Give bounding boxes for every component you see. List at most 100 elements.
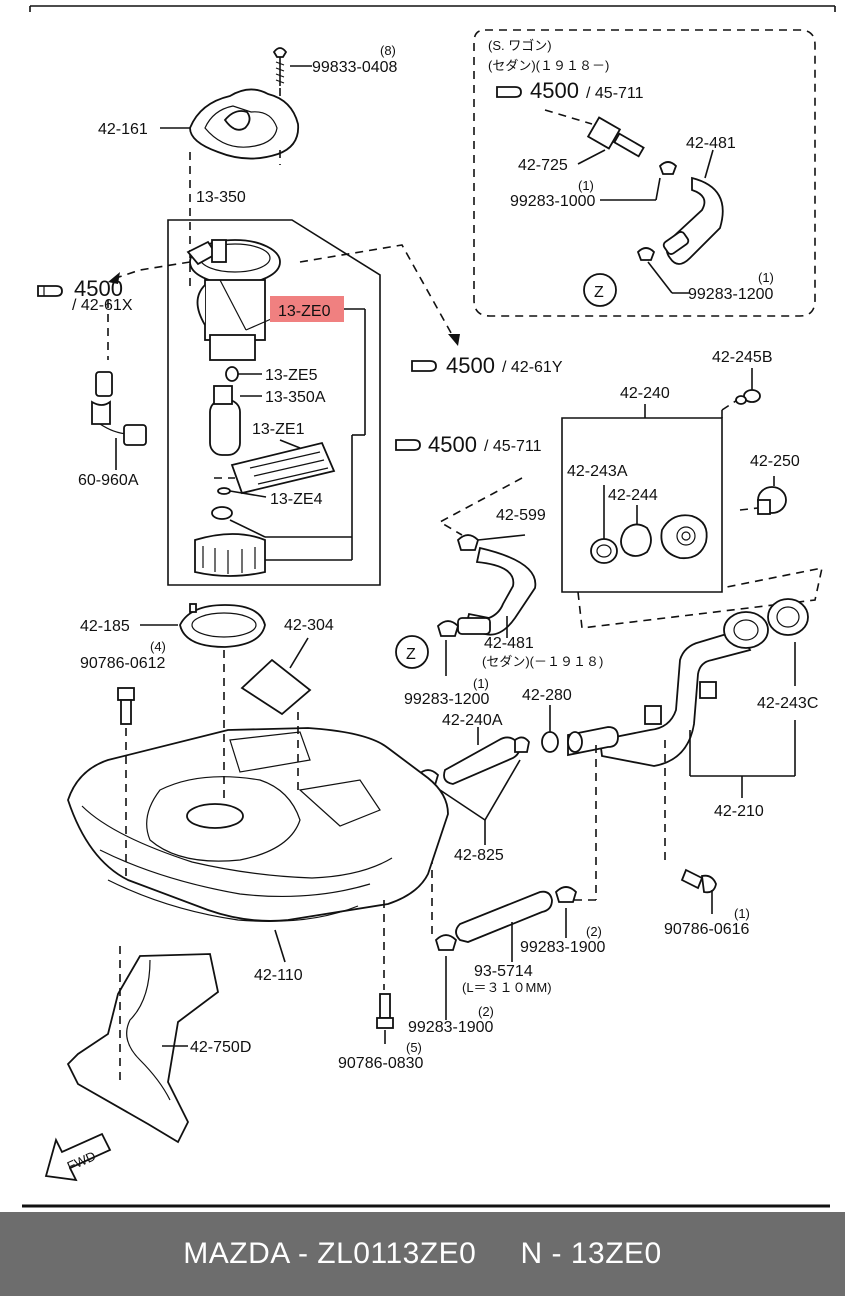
- label-4500-b: 4500: [530, 78, 579, 103]
- clamp-42-599: [456, 534, 480, 551]
- label-qty-2-a: (2): [586, 924, 602, 939]
- label-99833-0408: 99833-0408: [312, 59, 398, 76]
- label-99283-1200-a: 99283-1200: [688, 286, 774, 303]
- label-42-750d: 42-750D: [190, 1039, 251, 1056]
- label-4500-d: 4500: [428, 432, 477, 457]
- label-90786-0612: 90786-0612: [80, 655, 166, 672]
- fuel-tank-42-110: [67, 727, 449, 922]
- z-circle: [395, 635, 429, 669]
- label-42-110: 42-110: [254, 967, 303, 984]
- flange: [660, 514, 708, 560]
- grommet-13-ze5: [225, 366, 239, 382]
- heat-shield-42-750d: [66, 953, 219, 1144]
- label-qty-2-b: (2): [478, 1004, 494, 1019]
- gasket-sheet-42-304: [240, 658, 312, 716]
- label-42-243c: 42-243C: [757, 695, 818, 712]
- pump-motor-13-350a: [209, 385, 241, 456]
- label-13-ze4: 13-ZE4: [270, 491, 323, 508]
- screw-99833-0408: [272, 47, 288, 112]
- pump-group-box: [167, 219, 381, 586]
- label-93-5714: 93-5714: [474, 963, 533, 980]
- clamp-icon: [636, 161, 678, 261]
- label-qty-4: (4): [150, 639, 166, 654]
- footer-bar: MAZDA - ZL0113ZE0 N - 13ZE0: [0, 1212, 845, 1296]
- label-60-960a: 60-960A: [78, 472, 139, 489]
- footer-part-number: MAZDA - ZL0113ZE0 N - 13ZE0: [183, 1237, 662, 1270]
- label-42-61y: / 42-61Y: [502, 359, 563, 376]
- gasket-42-244: [620, 523, 652, 557]
- label-sedan-m1918: (セダン)(－１９１８): [482, 654, 603, 669]
- label-13-350: 13-350: [196, 189, 246, 206]
- z-circle: [583, 273, 617, 307]
- label-45-711-a: / 45-711: [586, 85, 644, 102]
- label-45-711-b: / 45-711: [484, 438, 542, 455]
- filter-13-ze1: [230, 441, 336, 495]
- label-42-825: 42-825: [454, 847, 504, 864]
- label-length-310mm: (L＝３１０MM): [462, 980, 552, 995]
- hose-93-5714: [434, 886, 578, 951]
- label-13-ze1: 13-ZE1: [252, 421, 305, 438]
- label-99283-1900-a: 99283-1900: [520, 939, 606, 956]
- fwd-arrow-icon: [44, 1132, 112, 1182]
- label-42-61x: / 42-61X: [72, 297, 133, 314]
- hand-pointer-icon: [411, 360, 437, 372]
- ring-13-ze4: [217, 487, 231, 495]
- label-42-240: 42-240: [620, 385, 670, 402]
- label-z-a: Z: [594, 284, 604, 301]
- filler-neck-box: [561, 417, 723, 593]
- label-42-185: 42-185: [80, 618, 130, 635]
- connector-60-960a: [91, 371, 147, 446]
- label-sedan-1918: (セダン)(１９１８－): [488, 58, 609, 73]
- label-42-161: 42-161: [98, 121, 148, 138]
- bolt-90786-0830: [376, 993, 394, 1029]
- label-13-ze5: 13-ZE5: [265, 367, 318, 384]
- label-90786-0616: 90786-0616: [664, 921, 750, 938]
- fuel-pump-assembly: [186, 239, 281, 361]
- label-42-725: 42-725: [518, 157, 568, 174]
- label-42-240a: 42-240A: [442, 712, 503, 729]
- bolt-42-245b: [735, 389, 761, 405]
- clip-piece: [211, 506, 233, 520]
- label-13-ze0: 13-ZE0: [278, 303, 331, 320]
- gasket-42-243a: [590, 538, 618, 564]
- label-4500-a: 4500: [74, 276, 123, 301]
- label-4500-c: 4500: [446, 353, 495, 378]
- label-qty-1-b: (1): [758, 270, 774, 285]
- hose-42-481-sedan: [457, 546, 537, 636]
- label-99283-1900-b: 99283-1900: [408, 1019, 494, 1036]
- label-99283-1000: 99283-1000: [510, 193, 596, 210]
- label-42-481-a: 42-481: [686, 135, 736, 152]
- label-qty-8: (8): [380, 43, 396, 58]
- label-z-b: Z: [406, 646, 416, 663]
- hand-pointer-icon: [496, 86, 522, 98]
- filler-pipe-42-210: [599, 611, 769, 767]
- hand-pointer-icon: [37, 285, 63, 297]
- bottom-bracket: [194, 533, 266, 577]
- hose-42-481-wagon: [662, 176, 724, 265]
- label-42-210: 42-210: [714, 803, 764, 820]
- label-qty-1-a: (1): [578, 178, 594, 193]
- parts-diagram: 99833-0408 (8) 42-161 13-350 4500 / 42-6…: [22, 5, 836, 1208]
- cover-plate-42-161: [189, 88, 300, 160]
- label-90786-0830: 90786-0830: [338, 1055, 424, 1072]
- wagon-variant-box: [473, 29, 816, 317]
- highlight-13-ze0: [270, 296, 344, 322]
- cap-42-250: [757, 486, 787, 515]
- clamp-icon: [436, 620, 460, 637]
- label-42-244: 42-244: [608, 487, 658, 504]
- label-42-304: 42-304: [284, 617, 334, 634]
- label-qty-1-d: (1): [734, 906, 750, 921]
- bolt-90786-0616: [680, 868, 717, 894]
- pipe-segment: [567, 726, 619, 757]
- label-99283-1200-b: 99283-1200: [404, 691, 490, 708]
- label-42-481-b: 42-481: [484, 635, 534, 652]
- gasket-42-243c: [767, 598, 809, 636]
- hose-42-240a: [443, 736, 530, 785]
- label-42-245b: 42-245B: [712, 349, 773, 366]
- label-qty-5: (5): [406, 1040, 422, 1055]
- label-qty-1-c: (1): [473, 676, 489, 691]
- label-42-250: 42-250: [750, 453, 800, 470]
- label-42-280: 42-280: [522, 687, 572, 704]
- label-42-243a: 42-243A: [567, 463, 628, 480]
- ring-42-185: [179, 603, 266, 648]
